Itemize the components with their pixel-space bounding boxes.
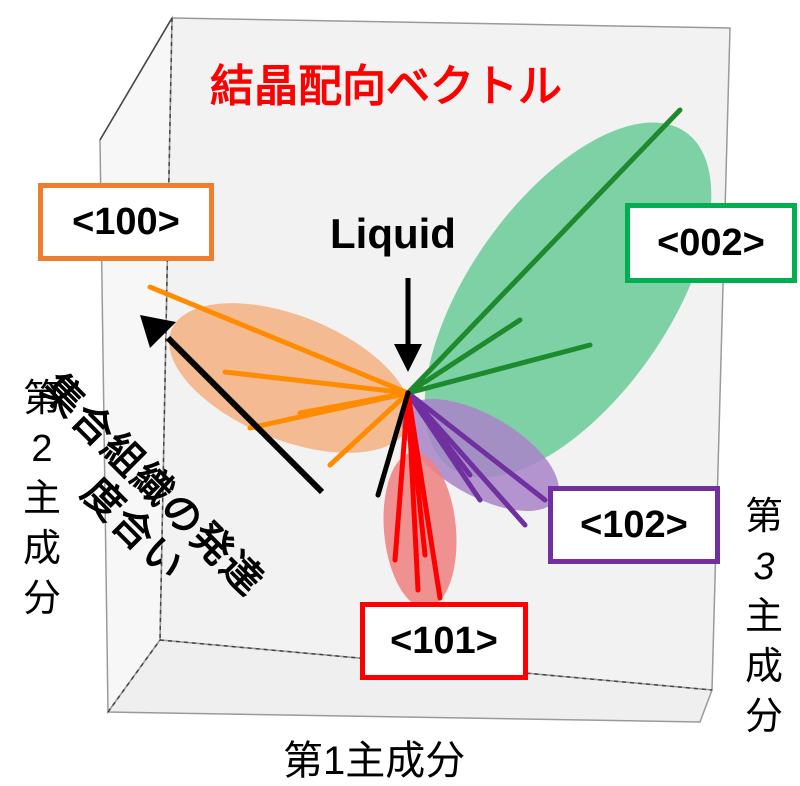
- vectors-101: [392, 390, 443, 601]
- axis-label-pc2-char: 2: [31, 428, 53, 470]
- axis-label-pc3-char: 分: [744, 696, 783, 738]
- vector-black: [375, 390, 411, 498]
- vector-100: [327, 390, 411, 468]
- axis-label-pc2-char: 成: [22, 528, 61, 570]
- vectors-002: [405, 107, 683, 396]
- vector-100: [222, 369, 411, 396]
- texture-arrow: [165, 335, 325, 495]
- vector-102: [405, 390, 548, 503]
- axis-label-pc1: 第1主成分: [283, 739, 466, 783]
- axis-label-pc3-char: 主: [744, 596, 783, 638]
- cluster-label-102: <102>: [548, 486, 720, 564]
- vector-101: [405, 390, 428, 558]
- cluster-label-100: <100>: [38, 183, 214, 261]
- axis-label-pc2-char: 主: [22, 478, 61, 520]
- axis-label-pc2: 第 2 主 成 分: [20, 374, 64, 624]
- vector-100: [147, 284, 411, 396]
- axis-label-pc3: 第 3 主 成 分: [742, 492, 786, 742]
- vector-101: [392, 390, 411, 563]
- vector-100: [297, 390, 411, 416]
- texture-arrow-head: [140, 315, 176, 348]
- vector-002: [405, 317, 523, 396]
- liquid-label: Liquid: [330, 210, 456, 257]
- vector-102: [405, 390, 473, 478]
- axis-label-pc3-char: 成: [744, 646, 783, 688]
- cluster-label-002: <002>: [625, 203, 797, 283]
- vector-002: [405, 342, 593, 396]
- axis-label-pc2-char: 分: [22, 578, 61, 620]
- vectors-100: [147, 284, 411, 468]
- axis-label-pc3-char: 3: [753, 546, 775, 588]
- axis-label-pc3-char: 第: [744, 496, 783, 538]
- box-edge-dashed-floor: [107, 639, 161, 713]
- diagram-title: 結晶配向ベクトル: [210, 62, 562, 111]
- box-edge-top: [99, 17, 173, 141]
- vectors-102: [405, 390, 548, 528]
- cluster-label-101: <101>: [360, 602, 528, 680]
- axis-label-pc2-char: 第: [22, 378, 61, 420]
- liquid-arrow-head: [394, 344, 422, 372]
- vector-002: [405, 107, 683, 396]
